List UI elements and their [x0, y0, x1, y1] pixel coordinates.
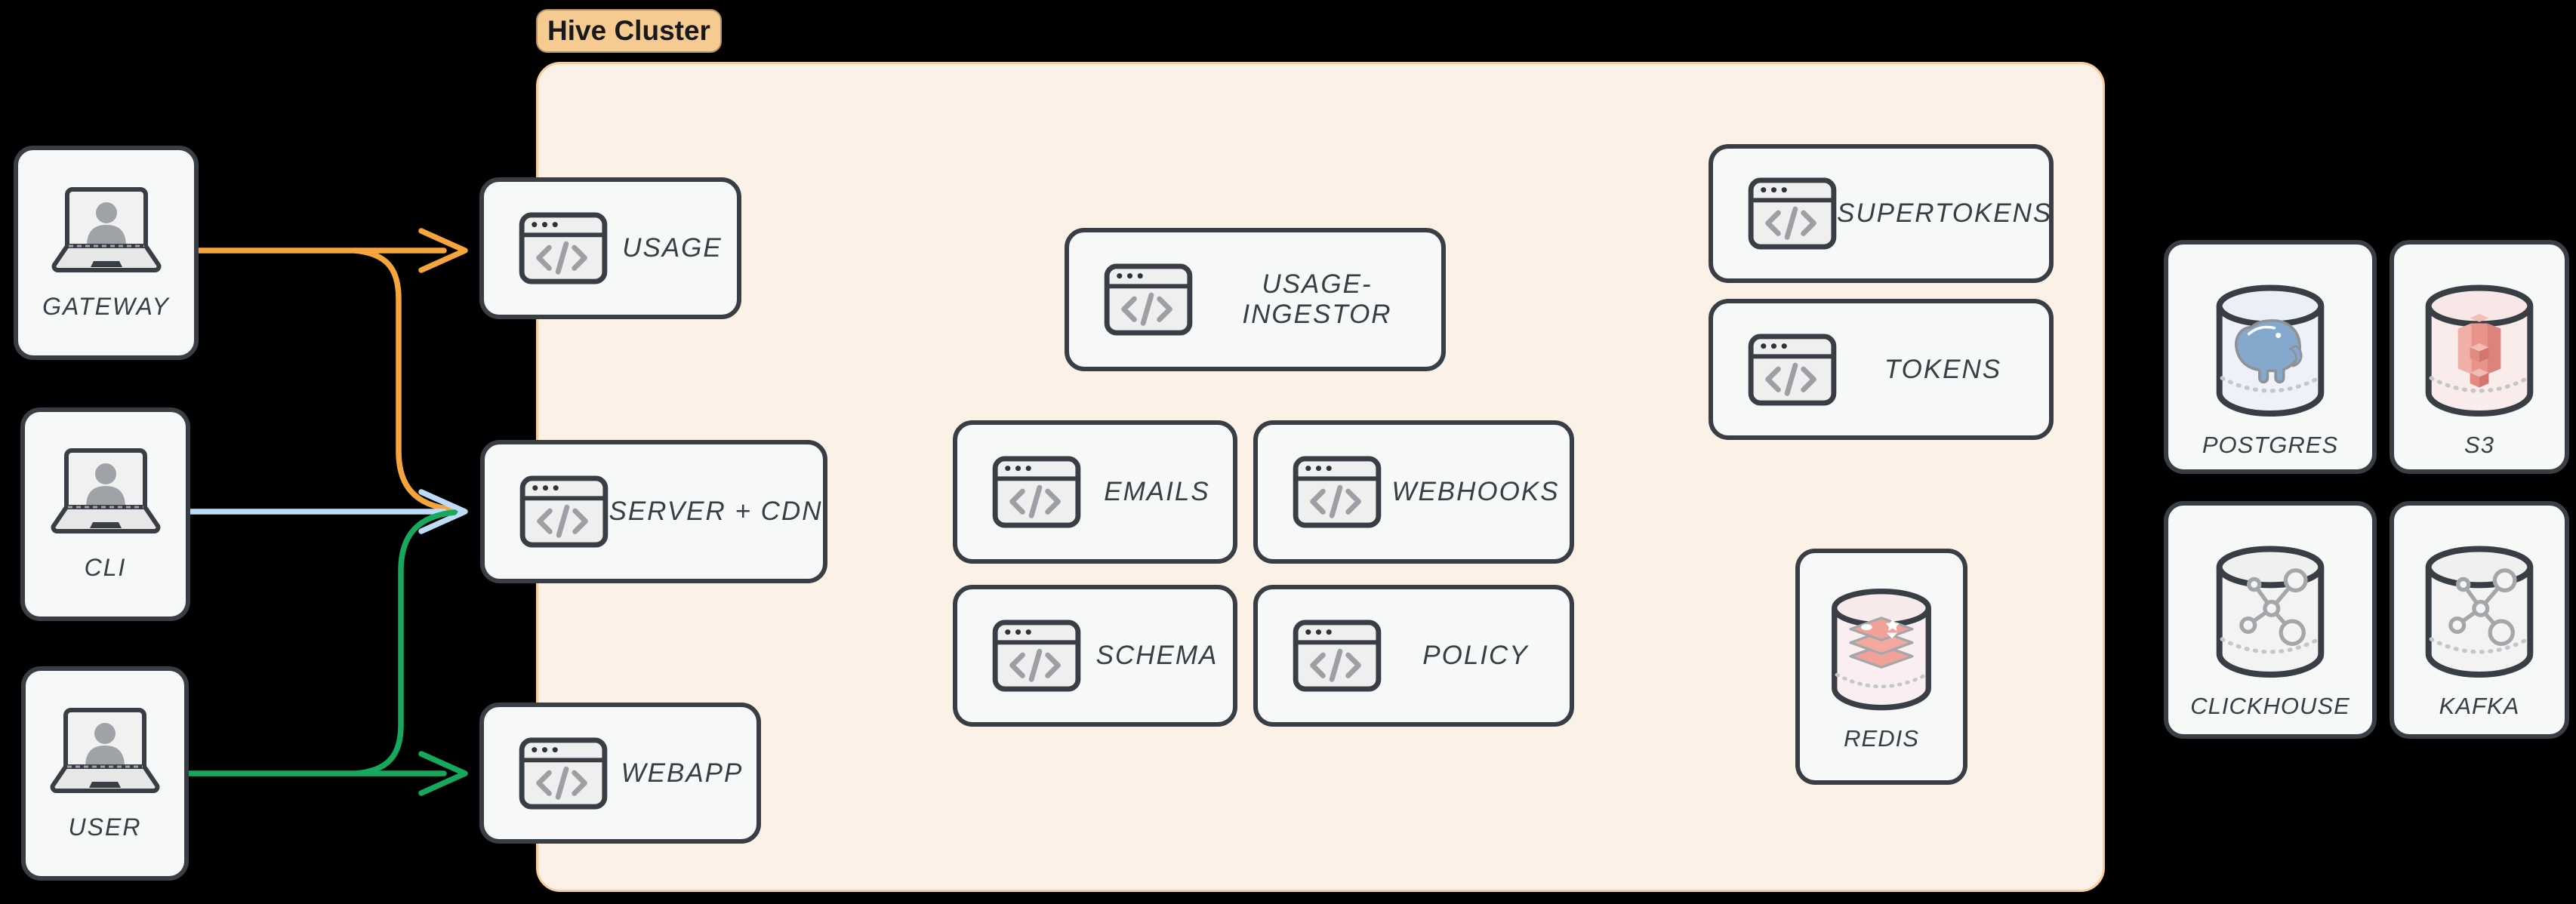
redis-stack: [1849, 617, 1914, 669]
code-window-icon: [992, 620, 1081, 692]
service-label: REDIS: [1844, 725, 1919, 752]
datastore-label: CLICKHOUSE: [2190, 693, 2350, 719]
laptop-user-icon: [45, 447, 167, 536]
code-window-icon: [992, 456, 1081, 528]
service-label: TOKENS: [1884, 354, 2002, 384]
service-node-webapp: WEBAPP: [479, 703, 761, 844]
service-label: EMAILS: [1104, 477, 1210, 506]
service-node-redis: REDIS: [1795, 549, 1967, 785]
service-label: SUPERTOKENS: [1837, 198, 2053, 228]
code-window-icon: [1748, 177, 1837, 250]
service-label: SCHEMA: [1095, 641, 1219, 670]
service-node-usage: USAGE: [479, 177, 741, 319]
postgres-elephant: [2235, 319, 2303, 384]
redis-database-icon: [1825, 583, 1938, 713]
kafka-database-icon: [2418, 540, 2541, 681]
code-window-icon: [1748, 334, 1837, 406]
service-label: USAGE: [622, 233, 723, 263]
datastore-node-s3: S3: [2390, 240, 2569, 474]
laptop-user-icon: [44, 706, 166, 795]
edge-gateway-usage-arrowhead: [418, 228, 468, 273]
s3-logo: [2457, 314, 2501, 388]
datastore-label: S3: [2464, 432, 2494, 458]
service-label: USAGE-INGESTOR: [1242, 269, 1392, 329]
edge-cli-servercdn-arrowhead: [418, 489, 468, 534]
service-node-server-cdn: SERVER + CDN: [480, 440, 827, 583]
client-label: USER: [68, 813, 142, 841]
code-window-icon: [519, 737, 608, 810]
client-node-user: USER: [21, 666, 189, 881]
service-label: WEBHOOKS: [1391, 477, 1560, 506]
service-node-policy: POLICY: [1253, 585, 1574, 727]
datastore-node-postgres: POSTGRES: [2164, 240, 2377, 474]
code-window-icon: [1293, 456, 1382, 528]
clickhouse-database-icon: [2209, 540, 2331, 681]
service-node-usage-ingestor: USAGE-INGESTOR: [1065, 228, 1446, 371]
client-label: GATEWAY: [42, 292, 170, 320]
service-label: POLICY: [1422, 641, 1529, 670]
service-label: WEBAPP: [621, 758, 744, 788]
service-node-emails: EMAILS: [953, 420, 1237, 564]
postgres-database-icon: [2209, 279, 2331, 420]
service-node-schema: SCHEMA: [953, 585, 1237, 727]
code-window-icon: [519, 212, 608, 284]
client-label: CLI: [84, 554, 127, 581]
s3-bucket-icon: [2418, 279, 2541, 420]
service-node-tokens: TOKENS: [1709, 299, 2054, 440]
datastore-label: POSTGRES: [2202, 432, 2339, 458]
service-node-webhooks: WEBHOOKS: [1253, 420, 1574, 564]
datastore-node-clickhouse: CLICKHOUSE: [2164, 501, 2377, 739]
client-node-gateway: GATEWAY: [14, 146, 199, 360]
hive-cluster-label: Hive Cluster: [536, 9, 722, 53]
client-node-cli: CLI: [20, 407, 190, 621]
service-node-supertokens: SUPERTOKENS: [1709, 144, 2054, 283]
edge-gateway-servercdn: [352, 248, 456, 512]
datastore-node-kafka: KAFKA: [2390, 501, 2569, 739]
datastore-label: KAFKA: [2439, 693, 2520, 719]
code-window-icon: [1104, 263, 1193, 336]
code-window-icon: [519, 475, 609, 548]
laptop-user-icon: [45, 186, 168, 275]
edge-user-webapp-arrowhead: [418, 751, 468, 796]
code-window-icon: [1293, 620, 1382, 692]
service-label: SERVER + CDN: [609, 497, 823, 526]
edge-user-servercdn: [353, 509, 458, 776]
